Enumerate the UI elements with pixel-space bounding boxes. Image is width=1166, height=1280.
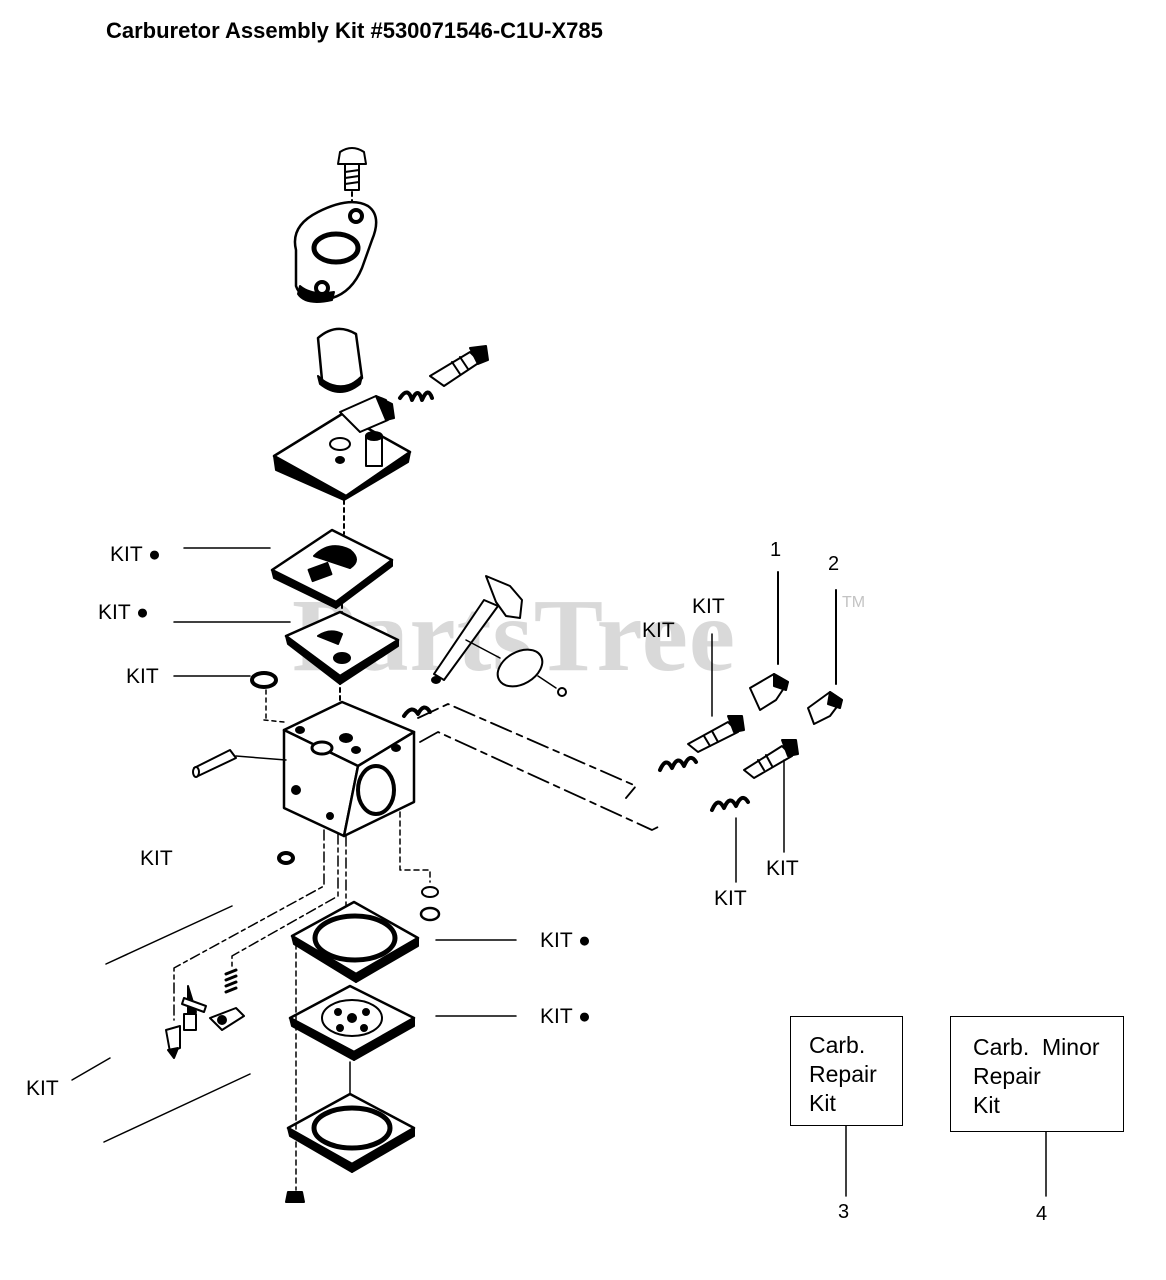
legend-box-carb-minor-repair-kit: Carb. Minor Repair Kit xyxy=(950,1016,1124,1132)
throttle-plate[interactable] xyxy=(491,642,549,694)
callout-2: 2 xyxy=(828,553,840,575)
callout-1: 1 xyxy=(770,539,782,561)
bottom-screw[interactable] xyxy=(285,1191,305,1203)
kit-label-gasket-lower: KIT ● xyxy=(540,929,591,952)
small-seal[interactable] xyxy=(250,671,278,689)
kit-label-spring-1: KIT xyxy=(714,887,747,910)
small-cap[interactable] xyxy=(419,906,441,922)
legend-box-carb-repair-kit: Carb. Repair Kit xyxy=(790,1016,903,1126)
flange-plate[interactable] xyxy=(293,200,378,303)
kit-label-lever-parts: KIT xyxy=(26,1077,59,1100)
spring-top[interactable] xyxy=(398,390,434,402)
pin-left[interactable] xyxy=(192,749,237,778)
limiter-cap-1[interactable] xyxy=(749,673,789,711)
kit-label-spring-2: KIT xyxy=(766,857,799,880)
limiter-cap-2[interactable] xyxy=(807,691,843,725)
small-plug[interactable] xyxy=(277,851,295,865)
throttle-screw[interactable] xyxy=(557,687,567,697)
spring-body[interactable] xyxy=(402,705,432,718)
spring-needle-2[interactable] xyxy=(710,795,750,812)
inlet-needle[interactable] xyxy=(165,1025,181,1059)
pump-gasket-bottom[interactable] xyxy=(286,1092,416,1173)
washer[interactable] xyxy=(421,886,439,898)
pump-cover[interactable] xyxy=(272,395,412,501)
callout-4: 4 xyxy=(1036,1203,1048,1225)
diagram-title: Carburetor Assembly Kit #530071546-C1U-X… xyxy=(106,18,603,43)
diaphragm-gasket-1[interactable] xyxy=(290,900,420,983)
legend-carb-minor-repair-kit-text: Carb. Minor Repair Kit xyxy=(973,1034,1100,1118)
adjuster-needle-top[interactable] xyxy=(429,345,489,387)
kit-label-plug: KIT xyxy=(140,847,173,870)
metering-lever[interactable] xyxy=(209,1007,245,1031)
kit-label-gasket-1: KIT ● xyxy=(110,543,161,566)
kit-label-gasket-2: KIT ● xyxy=(98,601,149,624)
high-speed-needle[interactable] xyxy=(687,715,745,753)
lever-spring[interactable] xyxy=(224,968,238,994)
callout-3: 3 xyxy=(838,1201,850,1223)
spring-needle-1[interactable] xyxy=(658,755,698,772)
gasket-upper-2[interactable] xyxy=(284,610,400,685)
kit-label-diaphragm: KIT ● xyxy=(540,1005,591,1028)
carburetor-body[interactable] xyxy=(282,700,416,838)
kit-label-needle-1: KIT xyxy=(692,595,725,618)
kit-label-needle-2: KIT xyxy=(642,619,675,642)
metering-diaphragm[interactable] xyxy=(288,984,416,1061)
kit-label-seal: KIT xyxy=(126,665,159,688)
filter-sleeve[interactable] xyxy=(316,327,364,393)
top-screw[interactable] xyxy=(337,147,367,191)
lever-pin[interactable] xyxy=(181,997,207,1013)
legend-carb-repair-kit-text: Carb. Repair Kit xyxy=(809,1032,877,1116)
watermark-trademark: TM xyxy=(842,594,866,611)
low-speed-needle[interactable] xyxy=(743,739,799,779)
gasket-upper-1[interactable] xyxy=(270,528,394,609)
